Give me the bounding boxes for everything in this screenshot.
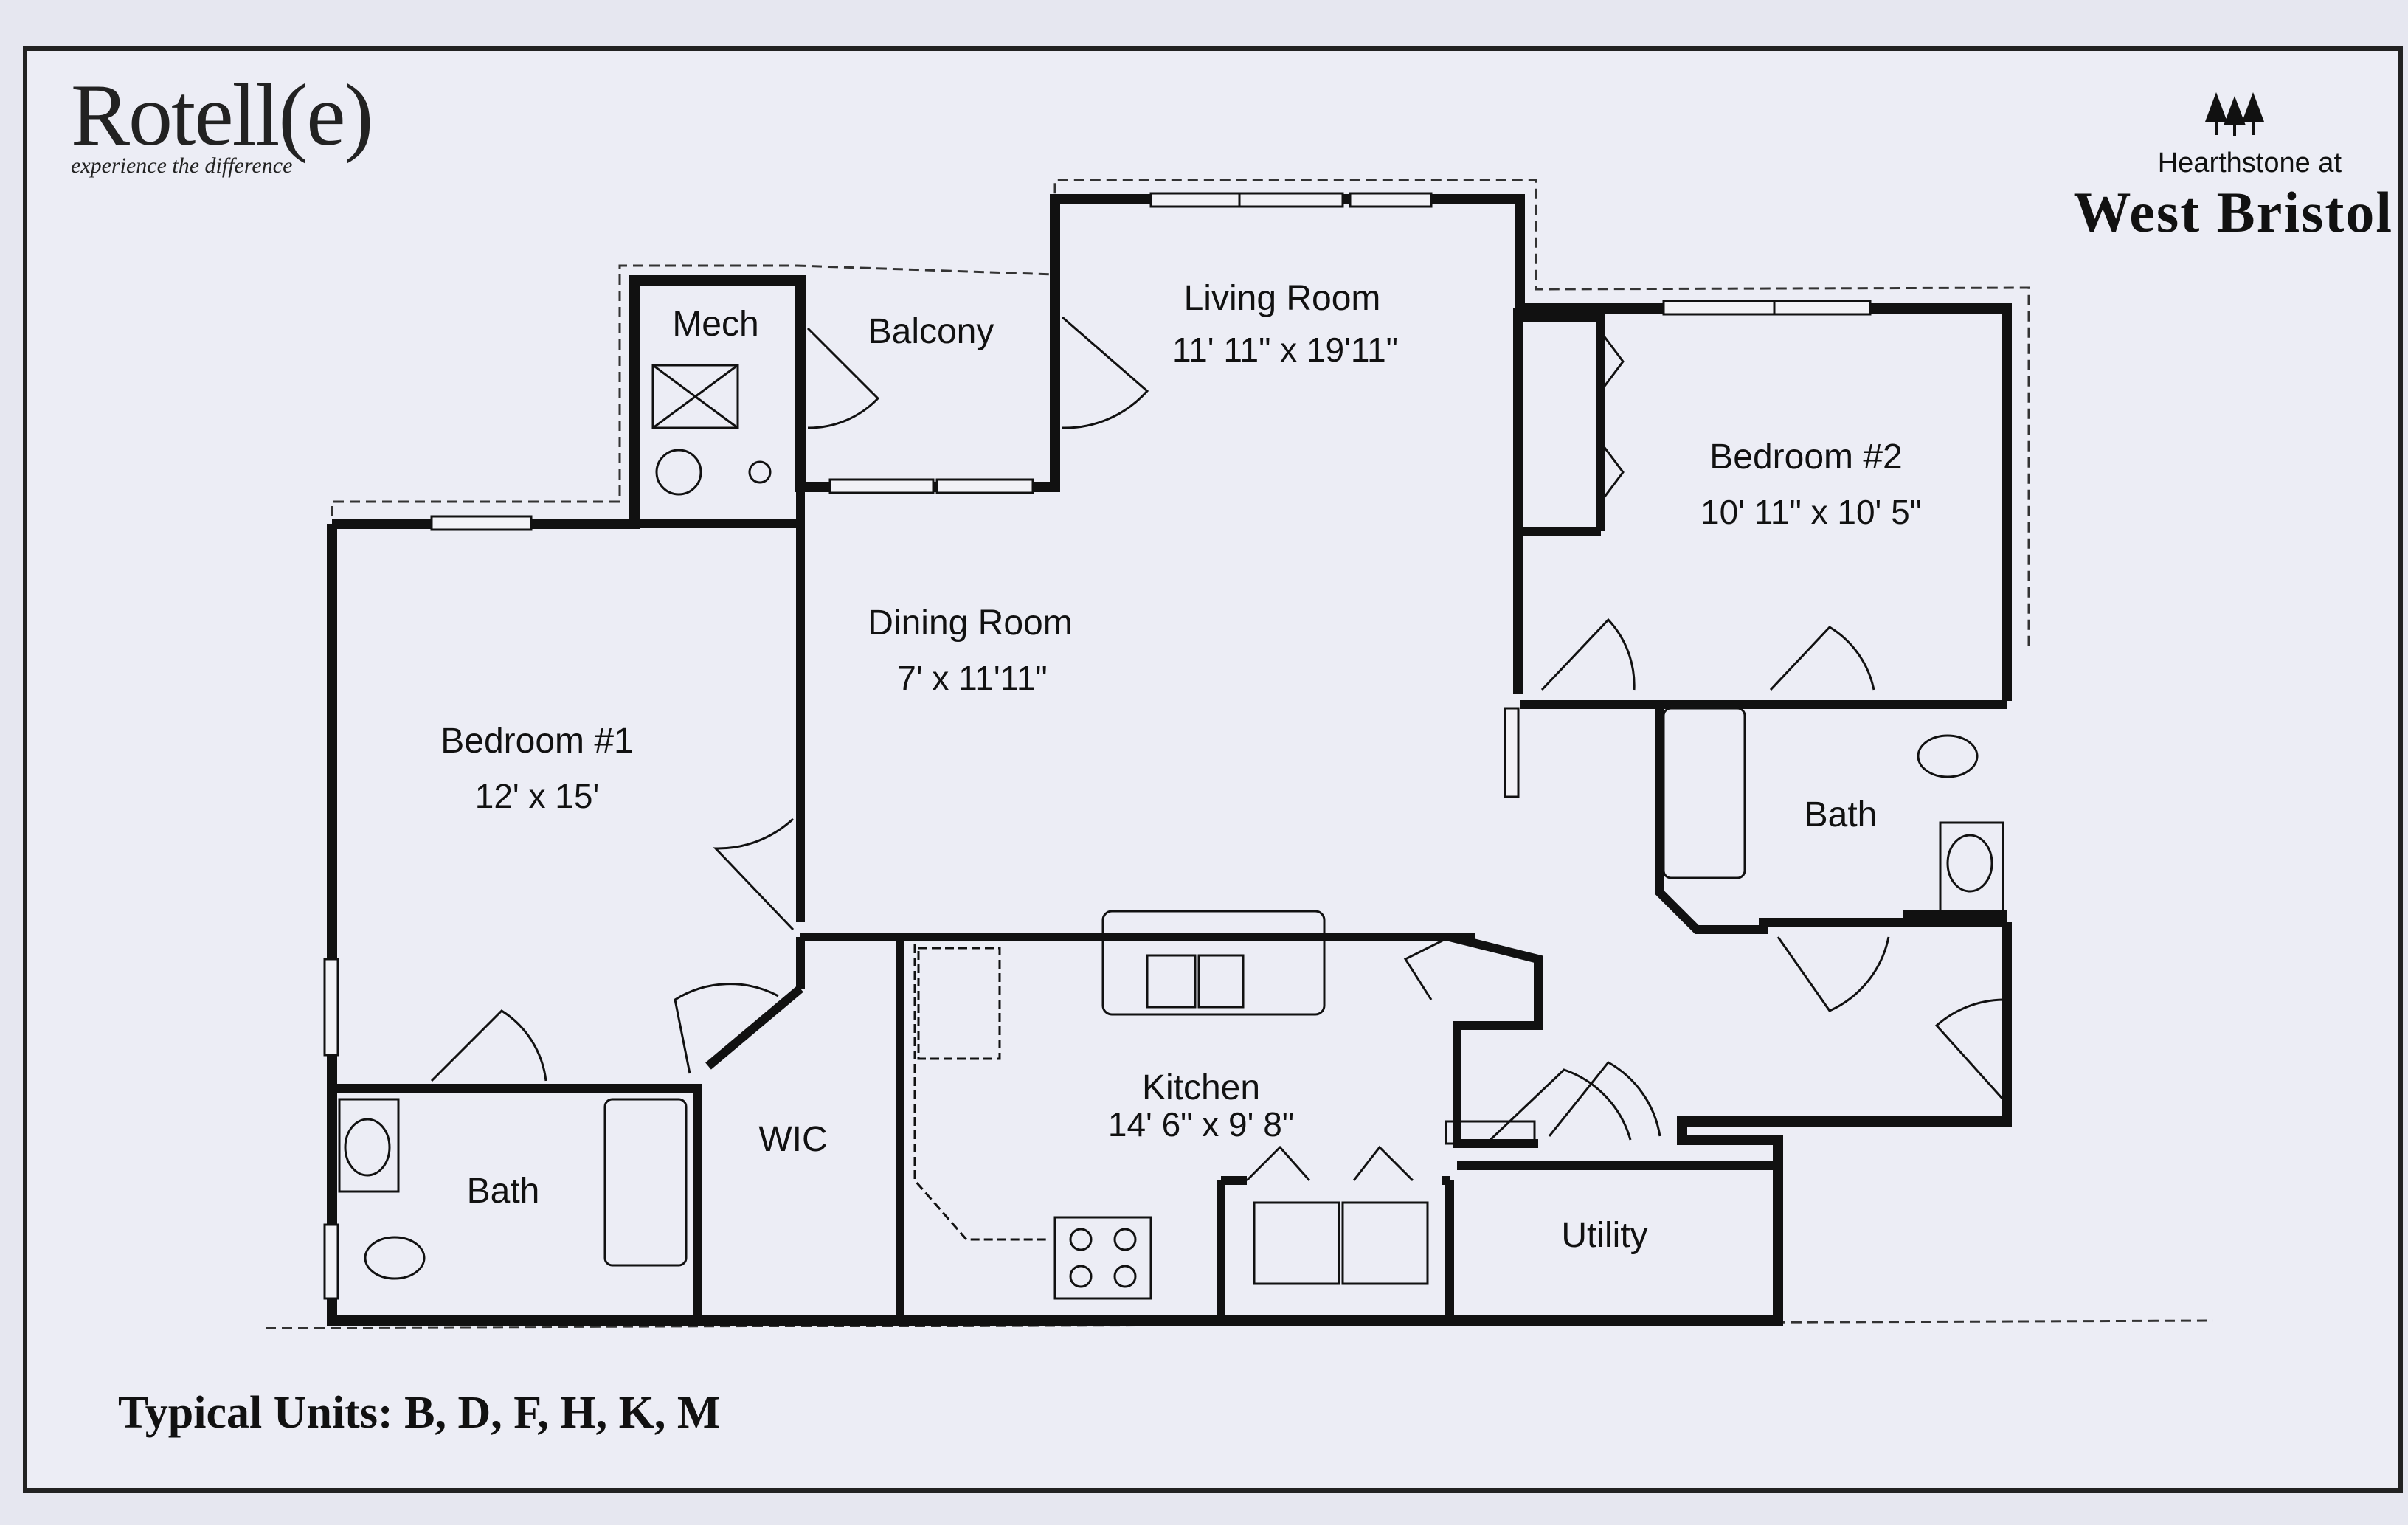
dining-room-dims: 7' x 11'11" (897, 659, 1048, 697)
typical-units-note: Typical Units: B, D, F, H, K, M (118, 1388, 721, 1438)
community-logo: Hearthstone at West Bristol (2073, 92, 2393, 246)
brand-tagline: experience the difference (71, 153, 293, 178)
living-room-label: Living Room (1184, 279, 1381, 318)
bedroom1-label: Bedroom #1 (440, 722, 634, 761)
bedroom1-dims: 12' x 15' (475, 777, 599, 815)
bedroom2-label: Bedroom #2 (1709, 438, 1903, 477)
interior-walls (332, 280, 2007, 1321)
windows (323, 192, 1872, 1300)
brand-name: Rotell(e) (71, 66, 374, 164)
bedroom2-dims: 10' 11" x 10' 5" (1701, 493, 1922, 531)
living-room-dims: 11' 11" x 19'11" (1172, 331, 1398, 369)
community-name: West Bristol (2073, 180, 2393, 244)
fixtures (338, 364, 2004, 1300)
tree-icon (2205, 92, 2264, 136)
community-prefix: Hearthstone at (2157, 148, 2342, 179)
kitchen-label: Kitchen (1142, 1068, 1260, 1107)
mech-label: Mech (672, 305, 758, 344)
bath1-label: Bath (467, 1172, 540, 1211)
kitchen-dims: 14' 6" x 9' 8" (1108, 1105, 1294, 1144)
balcony-label: Balcony (868, 312, 994, 351)
dining-room-label: Dining Room (868, 604, 1072, 643)
wic-label: WIC (758, 1120, 827, 1159)
door-swings (430, 316, 2004, 1182)
bath2-label: Bath (1805, 795, 1878, 834)
utility-label: Utility (1561, 1216, 1647, 1255)
room-labels: Mech Balcony Living Room 11' 11" x 19'11… (440, 279, 1922, 1255)
brand-logo: Rotell(e) experience the difference (71, 66, 374, 179)
sheet-border (23, 46, 2403, 1493)
